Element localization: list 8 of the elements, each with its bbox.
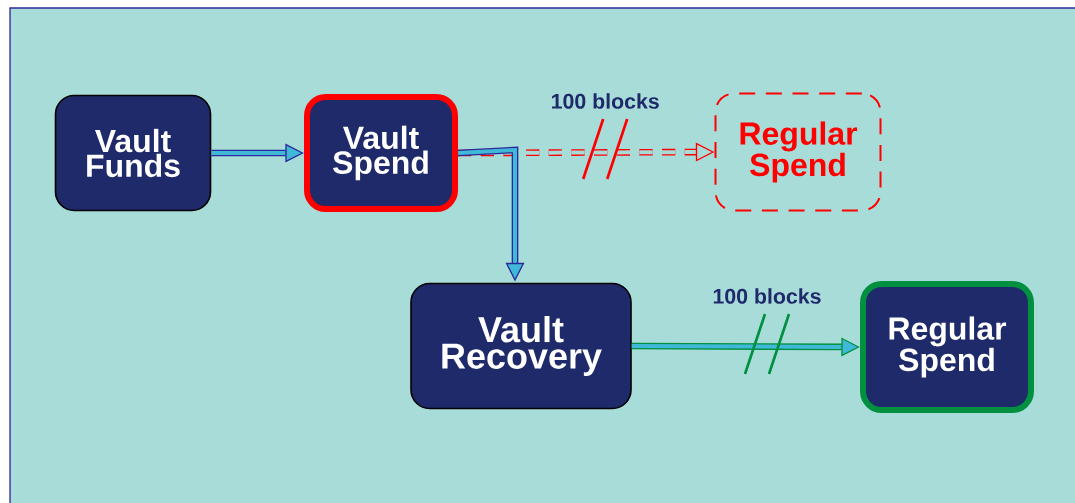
process-box: Regular Spend xyxy=(860,281,1034,413)
edge-label: 100 blocks xyxy=(713,288,821,304)
arrow xyxy=(211,143,304,163)
process-box: Vault Recovery xyxy=(410,282,632,410)
process-box: Vault Funds xyxy=(54,94,212,212)
process-box: Vault Spend xyxy=(304,94,458,212)
dashed-box: Regular Spend xyxy=(714,92,882,212)
edge-label: 100 blocks xyxy=(552,93,659,109)
